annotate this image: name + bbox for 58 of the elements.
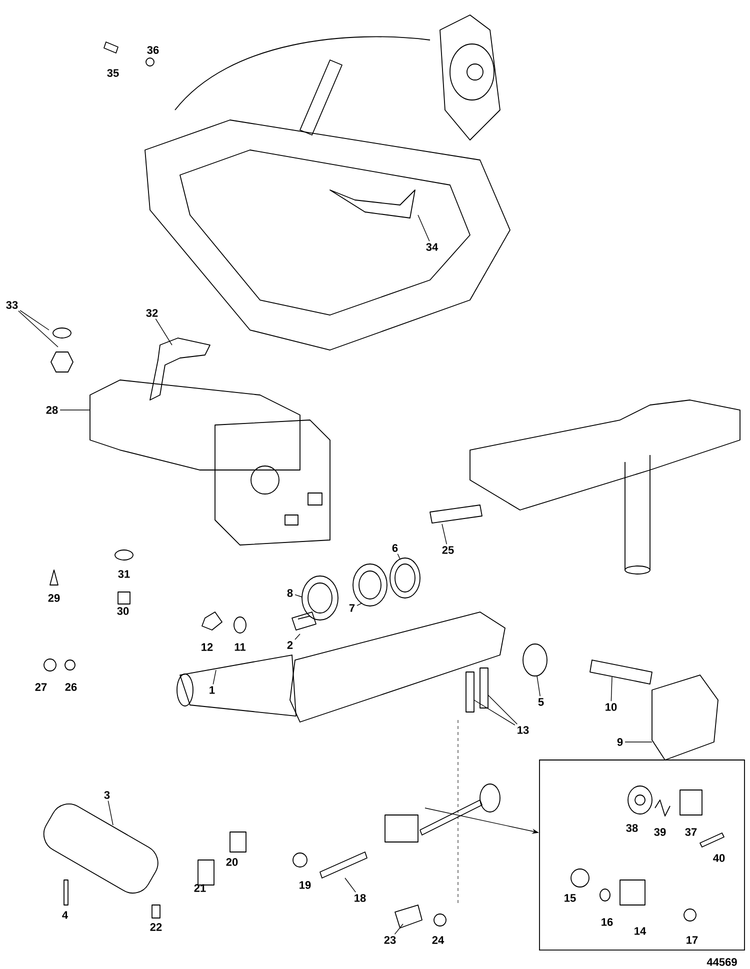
callout-number: 35 <box>107 69 119 77</box>
callout-number: 20 <box>226 858 238 866</box>
leader-line <box>18 310 58 348</box>
leader-line <box>20 310 50 330</box>
callout-number: 36 <box>147 46 159 54</box>
callout-number: 5 <box>538 698 544 706</box>
callout-number: 19 <box>300 881 311 889</box>
callout-number: 23 <box>384 936 396 944</box>
leader-line <box>344 878 356 893</box>
callout-number: 17 <box>686 936 698 944</box>
callout-number: 9 <box>617 738 623 746</box>
callout-number: 3 <box>104 791 110 799</box>
callout-number: 16 <box>602 918 613 926</box>
callout-number: 8 <box>287 589 293 597</box>
callout-number: 30 <box>117 607 129 615</box>
callout-number: 15 <box>564 894 576 902</box>
callout-number: 31 <box>118 570 130 578</box>
leader-line <box>212 670 216 685</box>
callout-number: 14 <box>634 927 646 935</box>
callout-number: 2 <box>287 641 293 649</box>
callout-number: 11 <box>234 643 246 651</box>
callout-number: 26 <box>65 683 77 691</box>
callout-number: 6 <box>392 544 398 552</box>
callout-number: 24 <box>432 936 444 944</box>
callout-number: 1 <box>210 686 215 694</box>
leader-line <box>610 676 612 702</box>
callout-number: 28 <box>46 406 58 414</box>
callout-number: 27 <box>35 683 47 691</box>
callout-number: 40 <box>713 854 725 862</box>
leader-line <box>536 676 540 697</box>
leader-line <box>294 594 302 598</box>
callout-number: 32 <box>146 309 158 317</box>
leader-line <box>418 214 430 242</box>
callout-number: 25 <box>442 546 454 554</box>
callout-number: 29 <box>48 594 60 602</box>
callout-number: 38 <box>626 824 638 832</box>
callout-number: 10 <box>606 703 617 711</box>
callout-number: 22 <box>150 923 162 931</box>
leader-line <box>394 924 404 934</box>
callout-number: 4 <box>62 911 68 919</box>
leader-line <box>488 694 518 724</box>
leader-line <box>474 700 516 726</box>
callout-number: 12 <box>202 643 213 651</box>
callout-number: 37 <box>685 828 697 836</box>
inset-box <box>539 760 745 950</box>
leader-line <box>397 554 400 560</box>
drawing-number: 44569 <box>706 958 737 966</box>
callout-number: 33 <box>6 301 18 309</box>
leader-line <box>356 602 362 606</box>
leader-line <box>155 318 172 346</box>
leader-line <box>294 634 300 640</box>
callout-number: 39 <box>654 828 666 836</box>
callout-number: 34 <box>426 243 438 251</box>
callout-number: 18 <box>354 894 366 902</box>
leader-line <box>108 800 114 826</box>
callout-number: 7 <box>349 604 355 612</box>
callout-number: 13 <box>518 726 529 734</box>
leader-line <box>442 524 447 544</box>
